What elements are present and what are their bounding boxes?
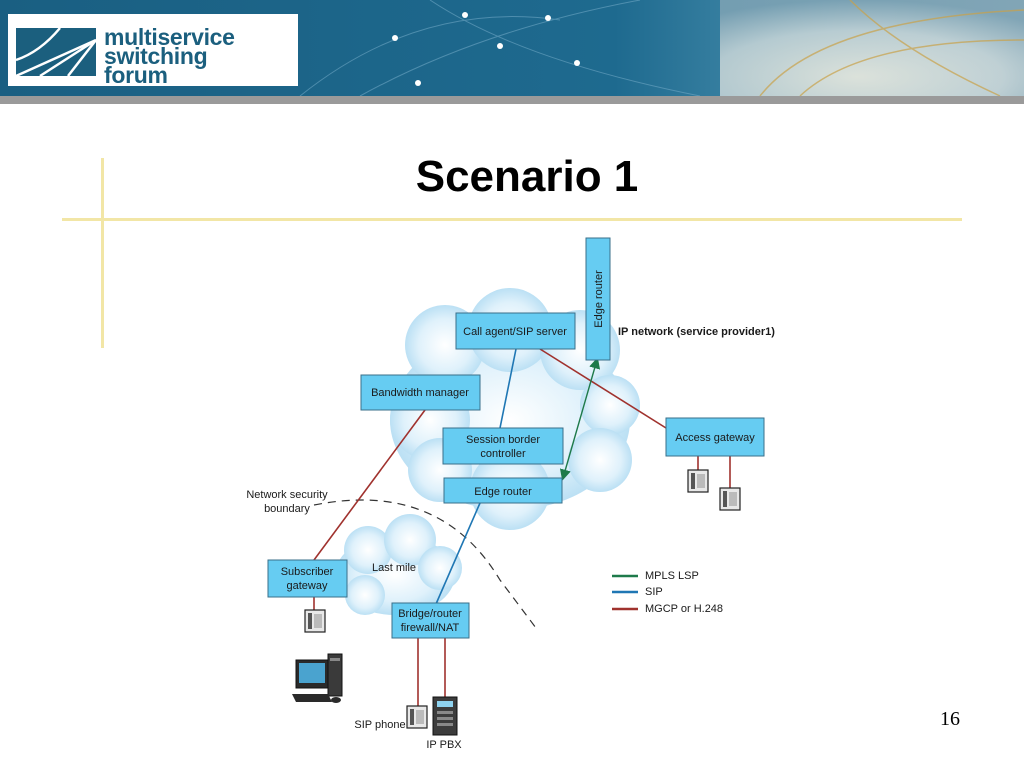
svg-text:controller: controller <box>480 448 526 460</box>
phone-icon <box>719 487 741 511</box>
legend-item-mgcp: MGCP or H.248 <box>612 603 723 615</box>
last-mile-label: Last mile <box>372 562 416 574</box>
bridge-router-box: Bridge/router firewall/NAT <box>391 602 470 639</box>
svg-text:MGCP or H.248: MGCP or H.248 <box>645 603 723 615</box>
svg-text:Edge router: Edge router <box>593 270 605 328</box>
subscriber-gateway-box: Subscriber gateway <box>267 559 348 598</box>
edge-router-box: Edge router <box>443 477 563 504</box>
svg-text:Session border: Session border <box>466 434 540 446</box>
edge-router-top-box: Edge router <box>585 237 611 361</box>
security-boundary-line <box>313 499 537 629</box>
svg-text:firewall/NAT: firewall/NAT <box>401 622 460 634</box>
network-label: IP network (service provider1) <box>618 326 775 338</box>
sip-phone-icon <box>406 705 428 729</box>
svg-text:Access gateway: Access gateway <box>675 432 755 444</box>
svg-text:MPLS LSP: MPLS LSP <box>645 570 699 582</box>
header-bottom-rule <box>0 96 1024 104</box>
bandwidth-manager-box: Bandwidth manager <box>360 374 481 411</box>
logo-icon <box>15 27 97 78</box>
mpls-lsp-link <box>559 357 601 481</box>
network-arcs <box>299 0 701 97</box>
header-banner: multiservice switching forum <box>0 0 1024 104</box>
legend: MPLS LSP SIP MGCP or H.248 <box>612 570 723 615</box>
legend-item-sip: SIP <box>612 586 663 598</box>
svg-text:Bridge/router: Bridge/router <box>398 608 462 620</box>
svg-text:Edge router: Edge router <box>474 486 532 498</box>
phone-icon <box>687 469 709 493</box>
security-boundary-label-line1: Network security <box>246 489 328 501</box>
phone-icon <box>304 609 326 633</box>
svg-text:Call agent/SIP server: Call agent/SIP server <box>463 326 567 338</box>
vertical-rule <box>101 158 104 348</box>
slide-number: 16 <box>940 708 960 730</box>
ip-pbx-label: IP PBX <box>426 739 462 751</box>
last-mile-cloud <box>335 514 462 615</box>
session-border-controller-box: Session border controller <box>442 427 564 465</box>
horizontal-rule <box>62 218 962 221</box>
header-background <box>0 0 1024 104</box>
svg-text:Subscriber: Subscriber <box>281 566 334 578</box>
logo-line-3: forum <box>104 62 168 88</box>
ip-pbx-icon <box>432 696 458 736</box>
legend-item-mpls: MPLS LSP <box>612 570 699 582</box>
svg-text:gateway: gateway <box>287 580 328 592</box>
access-gateway-box: Access gateway <box>665 417 765 457</box>
svg-text:Bandwidth manager: Bandwidth manager <box>371 387 469 399</box>
call-agent-box: Call agent/SIP server <box>455 312 576 350</box>
svg-text:SIP: SIP <box>645 586 663 598</box>
security-boundary-label-line2: boundary <box>264 503 310 515</box>
logo-line-2: switching <box>104 43 208 69</box>
logo-line-1: multiservice <box>104 24 235 50</box>
sip-phone-label: SIP phone <box>354 719 405 731</box>
computer-icon <box>292 653 343 703</box>
slide-title: Scenario 1 <box>415 152 639 201</box>
sparkle-dots <box>392 12 580 86</box>
sip-links <box>435 348 517 605</box>
globe-decoration <box>759 0 1024 97</box>
